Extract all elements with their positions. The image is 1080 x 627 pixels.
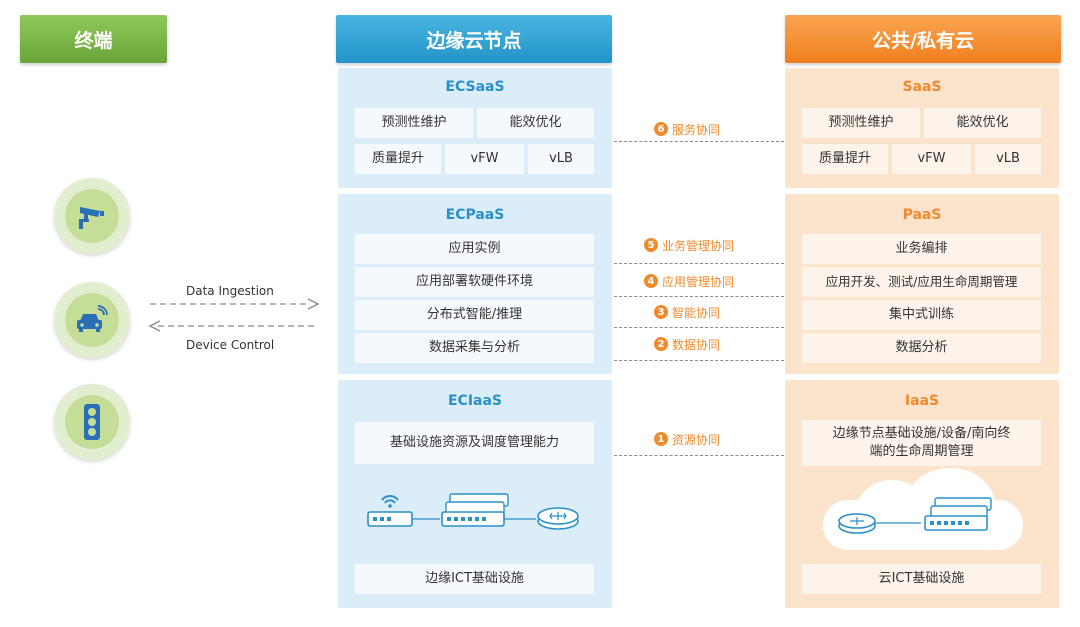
edge-saas-item: vLB bbox=[528, 144, 594, 174]
link-number: 3 bbox=[654, 305, 668, 319]
cloud-header-label: 公共/私有云 bbox=[872, 29, 974, 52]
edge-paas-panel: ECPaaS 应用实例 应用部署软硬件环境 分布式智能/推理 数据采集与分析 bbox=[338, 194, 612, 374]
edge-network-devices-icon bbox=[367, 493, 579, 530]
device-control-label: Device Control bbox=[186, 338, 275, 352]
link-label: 业务管理协同 bbox=[662, 238, 735, 253]
link-data: 2 数据协同 bbox=[650, 335, 725, 353]
link-application: 4 应用管理协同 bbox=[640, 272, 739, 290]
cloud-paas-item: 应用开发、测试/应用生命周期管理 bbox=[802, 267, 1041, 297]
edge-iaas-footer: 边缘ICT基础设施 bbox=[355, 564, 594, 594]
link-intelligence: 3 智能协同 bbox=[650, 303, 725, 321]
cloud-saas-item: vFW bbox=[892, 144, 971, 174]
link-number: 2 bbox=[654, 337, 668, 351]
cloud-paas-item: 数据分析 bbox=[802, 333, 1041, 363]
data-ingestion-label: Data Ingestion bbox=[186, 284, 274, 298]
edge-header-label: 边缘云节点 bbox=[426, 29, 522, 52]
link-line bbox=[614, 263, 784, 264]
camera-icon bbox=[79, 207, 104, 229]
link-number: 1 bbox=[654, 432, 668, 446]
car-device bbox=[54, 282, 130, 358]
cloud-paas-title: PaaS bbox=[902, 207, 942, 223]
cloud-iaas-title: IaaS bbox=[904, 393, 940, 409]
cloud-saas-item: 质量提升 bbox=[802, 144, 888, 174]
edge-iaas-title: ECIaaS bbox=[447, 393, 503, 409]
edge-saas-item: 质量提升 bbox=[355, 144, 441, 174]
terminal-header-label: 终端 bbox=[74, 29, 113, 52]
traffic-light-icon bbox=[84, 404, 100, 440]
link-resource: 1 资源协同 bbox=[650, 430, 725, 448]
camera-device bbox=[54, 178, 130, 254]
link-label: 服务协同 bbox=[672, 122, 721, 137]
link-business: 5 业务管理协同 bbox=[640, 236, 739, 254]
link-line bbox=[614, 141, 784, 142]
link-service: 6 服务协同 bbox=[650, 120, 725, 138]
edge-paas-item: 数据采集与分析 bbox=[355, 333, 594, 363]
link-line bbox=[614, 360, 784, 361]
cloud-header: 公共/私有云 bbox=[785, 15, 1061, 63]
link-number: 4 bbox=[644, 274, 658, 288]
cloud-saas-title: SaaS bbox=[902, 79, 942, 95]
cloud-saas-panel: SaaS 预测性维护 能效优化 质量提升 vFW vLB bbox=[785, 68, 1059, 188]
link-label: 资源协同 bbox=[672, 432, 721, 447]
device-control-arrow bbox=[148, 320, 318, 332]
traffic-light-device bbox=[54, 384, 130, 460]
car-icon bbox=[77, 305, 108, 332]
terminal-header: 终端 bbox=[20, 15, 167, 63]
link-line bbox=[614, 296, 784, 297]
link-label: 数据协同 bbox=[672, 337, 721, 352]
cloud-paas-item: 集中式训练 bbox=[802, 300, 1041, 330]
cloud-network-devices-icon bbox=[838, 497, 992, 534]
cloud-saas-item: 能效优化 bbox=[924, 108, 1041, 138]
edge-iaas-panel: ECIaaS 基础设施资源及调度管理能力 边缘ICT基础设施 bbox=[338, 380, 612, 608]
link-line bbox=[614, 455, 784, 456]
edge-saas-item: 预测性维护 bbox=[355, 108, 473, 138]
edge-paas-item: 应用部署软硬件环境 bbox=[355, 267, 594, 297]
link-number: 5 bbox=[644, 238, 658, 252]
edge-saas-title: ECSaaS bbox=[445, 79, 505, 95]
link-number: 6 bbox=[654, 122, 668, 136]
cloud-iaas-item: 边缘节点基础设施/设备/南向终端的生命周期管理 bbox=[802, 420, 1041, 466]
link-label: 智能协同 bbox=[672, 305, 721, 320]
edge-saas-panel: ECSaaS 预测性维护 能效优化 质量提升 vFW vLB bbox=[338, 68, 612, 188]
edge-iaas-item: 基础设施资源及调度管理能力 bbox=[355, 422, 594, 464]
edge-saas-item: 能效优化 bbox=[477, 108, 594, 138]
cloud-saas-item: vLB bbox=[975, 144, 1041, 174]
link-label: 应用管理协同 bbox=[662, 274, 735, 289]
cloud-iaas-panel: IaaS 边缘节点基础设施/设备/南向终端的生命周期管理 云ICT基础设施 bbox=[785, 380, 1059, 608]
edge-header: 边缘云节点 bbox=[336, 15, 612, 63]
edge-paas-title: ECPaaS bbox=[445, 207, 505, 223]
data-ingestion-arrow bbox=[150, 298, 320, 310]
link-line bbox=[614, 327, 784, 328]
cloud-iaas-footer: 云ICT基础设施 bbox=[802, 564, 1041, 594]
edge-paas-item: 应用实例 bbox=[355, 234, 594, 264]
edge-saas-item: vFW bbox=[445, 144, 524, 174]
edge-paas-item: 分布式智能/推理 bbox=[355, 300, 594, 330]
cloud-paas-item: 业务编排 bbox=[802, 234, 1041, 264]
cloud-paas-panel: PaaS 业务编排 应用开发、测试/应用生命周期管理 集中式训练 数据分析 bbox=[785, 194, 1059, 374]
cloud-saas-item: 预测性维护 bbox=[802, 108, 920, 138]
